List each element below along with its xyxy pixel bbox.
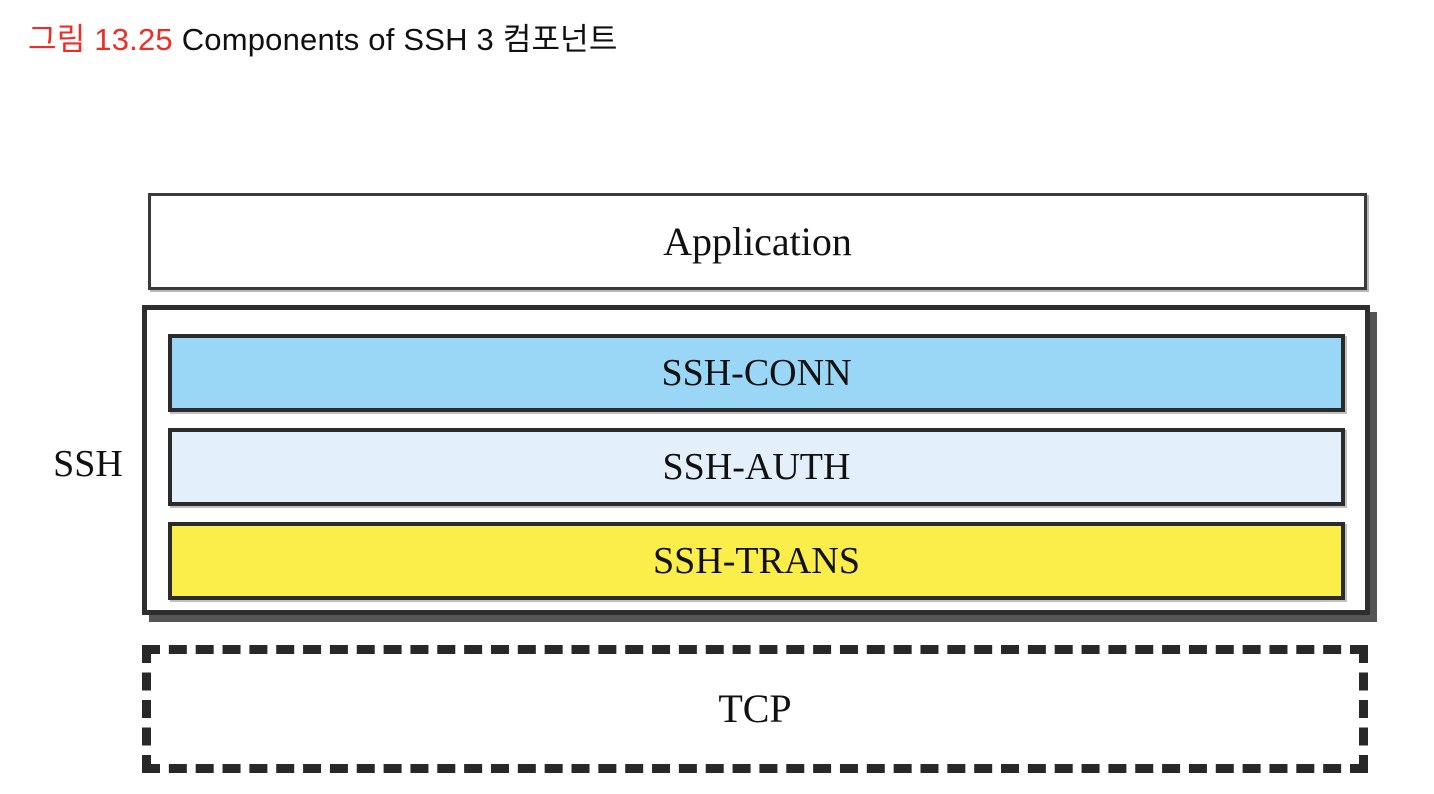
ssh-protocol-container: SSH-CONN SSH-AUTH SSH-TRANS: [142, 305, 1370, 615]
figure-caption-number: 13.25: [94, 22, 173, 57]
layer-label-tcp: TCP: [718, 686, 792, 731]
layer-box-ssh-conn: SSH-CONN: [168, 334, 1345, 412]
layer-box-application: Application: [148, 193, 1367, 290]
figure-caption-title: Components of SSH 3 컴포넌트: [181, 22, 618, 57]
ssh-group-label: SSH: [53, 443, 123, 485]
figure-caption: 그림 13.25 Components of SSH 3 컴포넌트: [28, 20, 618, 60]
layer-box-tcp: TCP: [142, 645, 1368, 773]
layer-label-ssh-conn: SSH-CONN: [661, 352, 852, 394]
layer-box-ssh-auth: SSH-AUTH: [168, 428, 1345, 506]
layer-label-ssh-trans: SSH-TRANS: [653, 540, 860, 582]
layer-label-ssh-auth: SSH-AUTH: [662, 446, 851, 488]
figure-caption-word: 그림: [28, 22, 86, 57]
layer-label-application: Application: [663, 218, 852, 264]
layer-box-ssh-trans: SSH-TRANS: [168, 522, 1345, 600]
